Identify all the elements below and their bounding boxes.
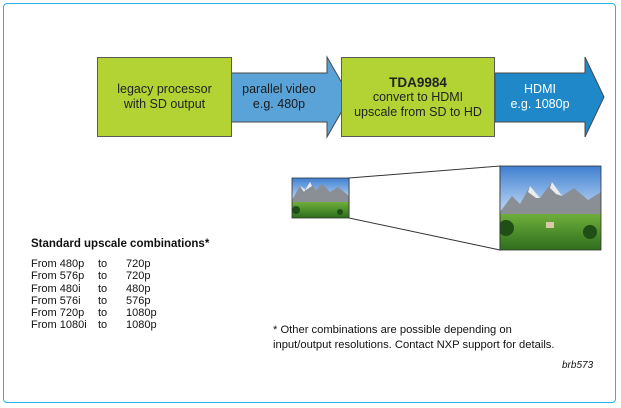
footnote-line1: * Other combinations are possible depend… bbox=[273, 324, 512, 336]
output-arrow-line2: e.g. 1080p bbox=[510, 97, 570, 111]
combination-row: From 576i to 576p bbox=[31, 294, 151, 307]
input-arrow-line2: e.g. 480p bbox=[252, 97, 306, 111]
footnote: * Other combinations are possible depend… bbox=[273, 323, 555, 353]
upscale-projection bbox=[348, 165, 501, 251]
chip-box-line2: upscale from SD to HD bbox=[354, 104, 482, 119]
input-arrow-line1: parallel video bbox=[242, 82, 316, 96]
combination-row: From 1080i to 1080p bbox=[31, 319, 157, 332]
source-box-line1: legacy processor bbox=[117, 82, 212, 96]
combination-row: From 480p to 720p bbox=[31, 258, 151, 270]
combinations-heading: Standard upscale combinations* bbox=[31, 238, 210, 250]
parallel-video-label: parallel video e.g. 480p bbox=[232, 82, 326, 112]
legacy-processor-box: legacy processor with SD output bbox=[97, 57, 232, 137]
combination-row: From 480i to 480p bbox=[31, 282, 151, 295]
combinations-list: From 480p to 720p From 576p to 720p From… bbox=[31, 258, 157, 332]
combination-row: From 576p to 720p bbox=[31, 270, 151, 283]
footnote-line2: input/output resolutions. Contact NXP su… bbox=[273, 339, 555, 351]
hdmi-arrow bbox=[494, 56, 605, 138]
tda9984-box: TDA9984 convert to HDMI upscale from SD … bbox=[341, 57, 495, 137]
sd-image bbox=[292, 178, 349, 218]
figure-reference: brb573 bbox=[562, 360, 594, 371]
figure-frame bbox=[3, 3, 616, 403]
output-arrow-line1: HDMI bbox=[524, 82, 556, 96]
parallel-video-arrow bbox=[229, 55, 351, 139]
hdmi-label: HDMI e.g. 1080p bbox=[497, 82, 583, 112]
source-box-line2: with SD output bbox=[123, 97, 206, 111]
hd-image bbox=[500, 166, 601, 250]
chip-box-line1: convert to HDMI bbox=[372, 89, 464, 104]
chip-name: TDA9984 bbox=[389, 74, 447, 90]
combination-row: From 720p to 1080p bbox=[31, 307, 157, 320]
